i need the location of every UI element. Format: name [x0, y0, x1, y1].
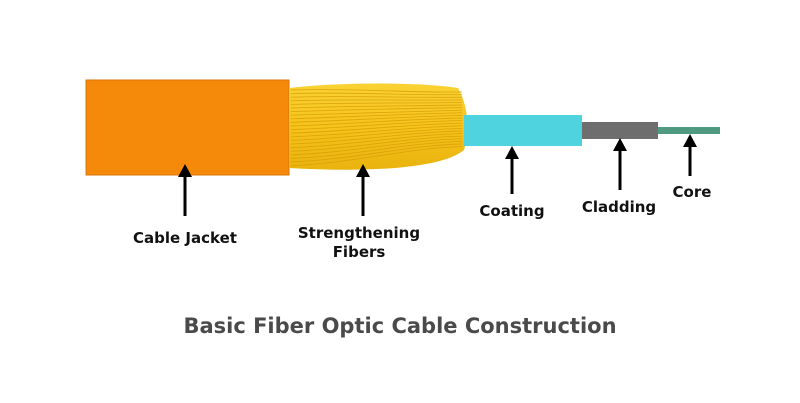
- label-core-line-1: Core: [672, 183, 712, 201]
- cable-jacket-layer: [85, 79, 290, 176]
- arrow-cladding: [613, 138, 627, 190]
- fiber-strand: [290, 138, 463, 156]
- fiber-strand: [290, 99, 463, 102]
- label-core: Core: [657, 183, 727, 202]
- label-coating: Coating: [462, 202, 562, 221]
- label-cable-jacket-line-1: Cable Jacket: [133, 229, 237, 247]
- arrow-strengthening-fibers-head: [356, 164, 370, 177]
- label-coating-line-1: Coating: [479, 202, 545, 220]
- fiber-strand: [290, 130, 463, 145]
- arrow-cable-jacket-head: [178, 164, 192, 177]
- label-cladding-line-1: Cladding: [581, 198, 657, 216]
- diagram-title: Basic Fiber Optic Cable Construction: [183, 314, 617, 338]
- fiber-strand: [290, 89, 463, 93]
- arrow-strengthening-fibers: [356, 164, 370, 216]
- fiber-strand: [290, 104, 463, 109]
- strengthening-fibers-strands: [290, 89, 463, 167]
- fiber-strand: [290, 146, 463, 167]
- core-layer: [658, 127, 720, 134]
- fiber-strand: [290, 125, 463, 138]
- label-strengthening-fibers-line-1: Strengthening: [297, 224, 421, 242]
- label-cable-jacket: Cable Jacket: [120, 229, 250, 248]
- strengthening-fibers-layer: [289, 83, 468, 170]
- arrow-coating: [505, 146, 519, 194]
- fiber-strand: [290, 96, 463, 98]
- fiber-strand: [290, 133, 463, 149]
- label-strengthening-fibers: Strengthening Fibers: [289, 224, 429, 262]
- arrow-coating-head: [505, 146, 519, 159]
- fiber-strand: [290, 117, 463, 127]
- fiber-strand: [290, 127, 463, 141]
- fiber-strand: [290, 101, 463, 105]
- pointer-arrows: [178, 134, 697, 216]
- fiber-strand: [290, 107, 463, 113]
- fiber-strand: [290, 122, 463, 134]
- fiber-strand: [290, 109, 463, 116]
- fiber-strand: [290, 143, 463, 163]
- fiber-strand: [290, 140, 463, 159]
- arrow-core: [683, 134, 697, 176]
- fiber-strand: [290, 120, 463, 131]
- label-cladding: Cladding: [569, 198, 669, 217]
- arrow-core-head: [683, 134, 697, 147]
- arrow-cable-jacket: [178, 164, 192, 216]
- fiber-strand: [290, 112, 463, 120]
- coating-layer: [464, 115, 582, 146]
- cladding-layer: [582, 122, 658, 139]
- fiber-strand: [290, 114, 463, 123]
- label-strengthening-fibers-line-2: Fibers: [332, 243, 386, 261]
- fiber-strand: [290, 135, 463, 152]
- arrow-cladding-head: [613, 138, 627, 151]
- fiber-strand: [290, 92, 463, 96]
